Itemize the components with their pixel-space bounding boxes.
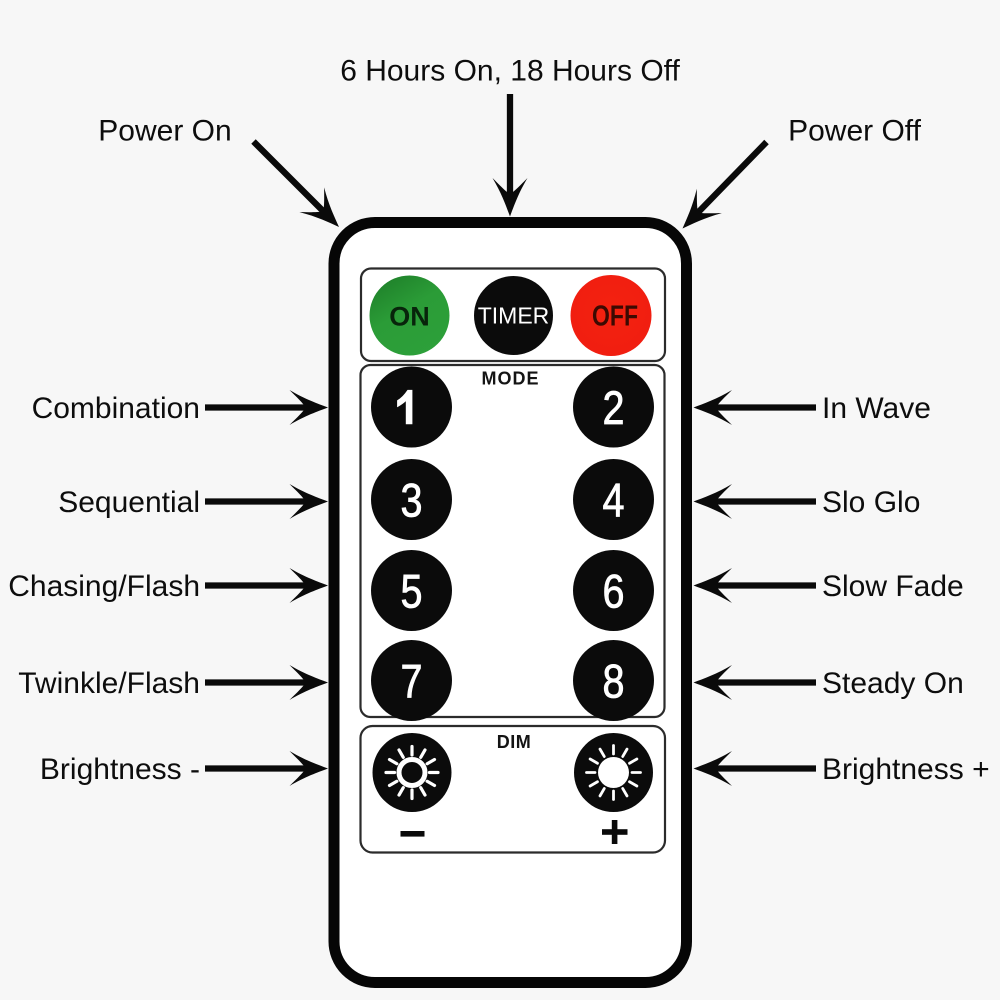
svg-text:4: 4 (603, 473, 625, 526)
svg-text:Power On: Power On (98, 115, 231, 148)
svg-text:Power Off: Power Off (788, 115, 921, 148)
svg-text:DIM: DIM (497, 732, 532, 752)
svg-text:Combination: Combination (32, 392, 200, 425)
svg-text:Brightness -: Brightness - (40, 753, 200, 786)
svg-text:OFF: OFF (592, 301, 638, 333)
svg-text:Chasing/Flash: Chasing/Flash (8, 570, 200, 603)
svg-text:5: 5 (401, 564, 423, 617)
svg-text:2: 2 (603, 381, 625, 434)
svg-text:Brightness +: Brightness + (822, 753, 990, 786)
svg-text:Slo Glo: Slo Glo (822, 486, 920, 519)
svg-text:MODE: MODE (482, 369, 540, 389)
svg-text:Twinkle/Flash: Twinkle/Flash (18, 667, 200, 700)
svg-text:7: 7 (401, 654, 423, 707)
svg-text:Steady On: Steady On (822, 667, 964, 700)
svg-text:Slow Fade: Slow Fade (822, 570, 964, 603)
svg-text:6 Hours On, 18 Hours Off: 6 Hours On, 18 Hours Off (340, 55, 680, 88)
svg-text:6: 6 (603, 564, 625, 617)
svg-text:TIMER: TIMER (478, 303, 550, 329)
svg-text:3: 3 (401, 473, 423, 526)
svg-text:ON: ON (389, 302, 430, 332)
svg-text:Sequential: Sequential (58, 486, 200, 519)
svg-text:8: 8 (603, 654, 625, 707)
svg-text:In Wave: In Wave (822, 392, 931, 425)
